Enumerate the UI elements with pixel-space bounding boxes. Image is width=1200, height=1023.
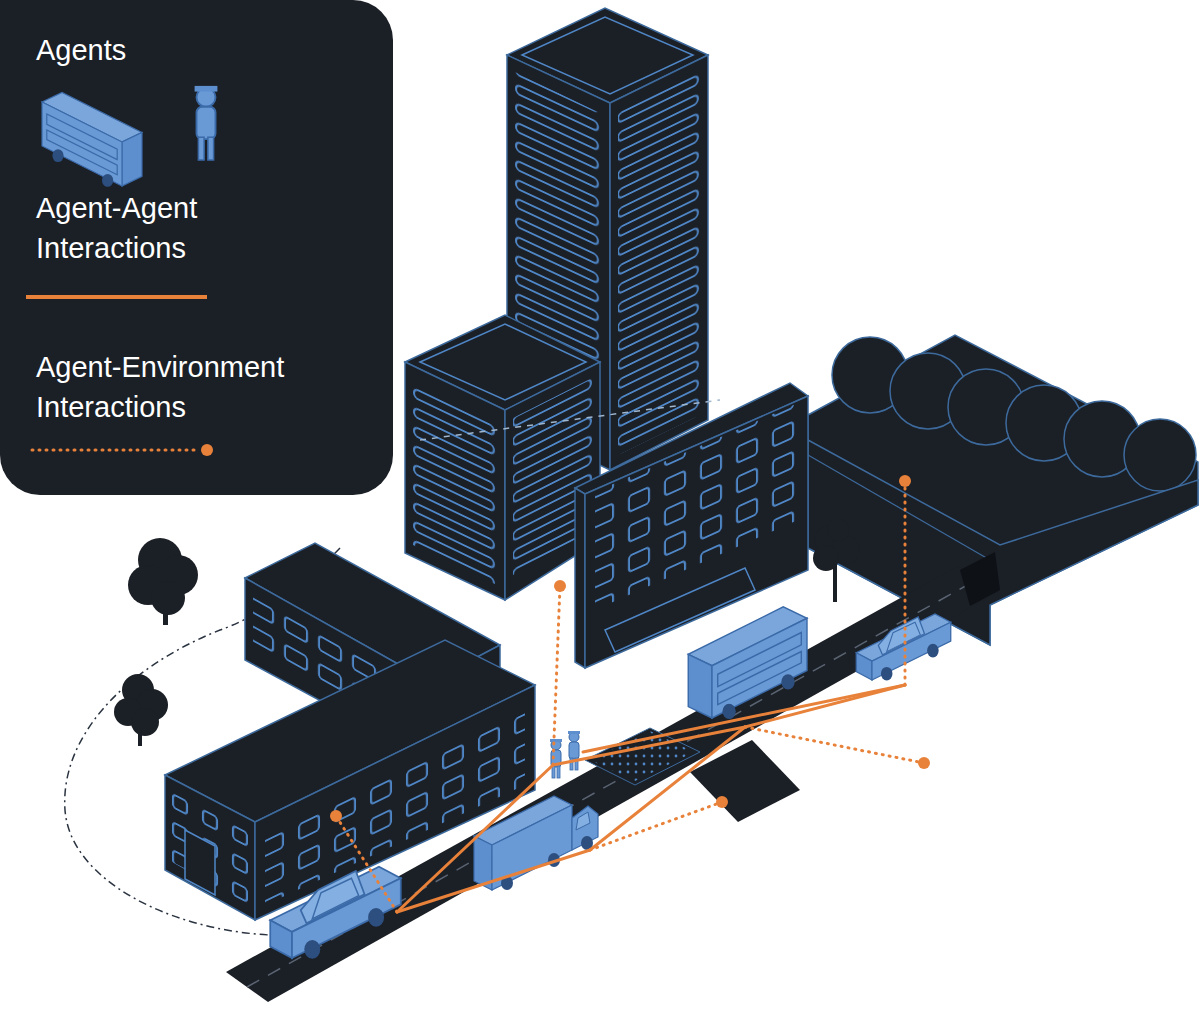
tree bbox=[128, 538, 198, 625]
legend-dot bbox=[201, 444, 213, 456]
legend-panel bbox=[0, 0, 393, 495]
bus-agent bbox=[688, 607, 807, 719]
legend-dotted-line bbox=[32, 449, 200, 452]
tree bbox=[114, 674, 168, 746]
hangar bbox=[808, 335, 1198, 645]
interaction-dot bbox=[330, 475, 930, 822]
legend-label: Agents bbox=[36, 30, 256, 70]
legend-bus-icon bbox=[42, 92, 142, 186]
car-agent bbox=[270, 867, 401, 959]
legend-label: Agent-Agent Interactions bbox=[36, 188, 276, 268]
legend-label: Agent-Environment Interactions bbox=[36, 347, 356, 427]
legend-pedestrian-icon bbox=[195, 86, 218, 160]
pedestrian-agent bbox=[550, 739, 562, 778]
tree bbox=[813, 519, 860, 602]
agent-agent-lines bbox=[397, 685, 905, 912]
truck-agent bbox=[474, 796, 598, 890]
agent-environment-lines bbox=[336, 481, 924, 912]
pedestrian-agent bbox=[568, 731, 580, 770]
legend-solid-line bbox=[26, 295, 207, 299]
